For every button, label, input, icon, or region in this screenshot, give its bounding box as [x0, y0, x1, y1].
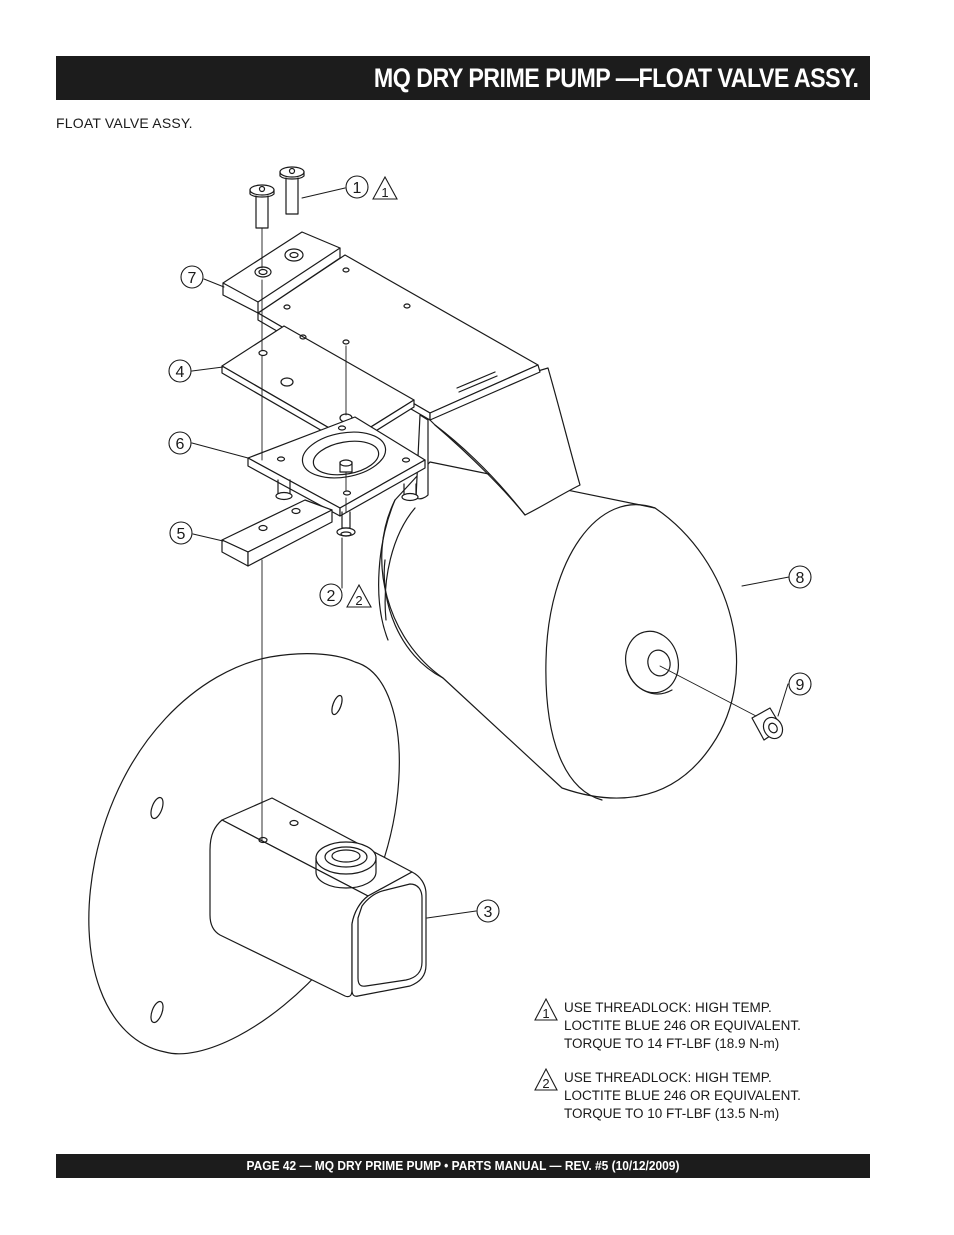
callout-5: 5 [169, 521, 193, 545]
callout-8: 8 [788, 565, 812, 589]
float-cylinder [378, 461, 738, 801]
callout-7: 7 [180, 265, 204, 289]
footer-text: PAGE 42 — MQ DRY PRIME PUMP • PARTS MANU… [246, 1158, 680, 1173]
gasket-plate [247, 416, 426, 517]
svg-text:4: 4 [176, 364, 185, 381]
page-title: MQ DRY PRIME PUMP —FLOAT VALVE ASSY. [373, 63, 858, 93]
note-markers: 1 2 [534, 997, 558, 1091]
svg-text:7: 7 [188, 270, 197, 287]
svg-text:2: 2 [542, 1076, 549, 1091]
screw-pair [249, 166, 305, 229]
svg-text:1: 1 [381, 185, 388, 200]
note-2-line-1: USE THREADLOCK: HIGH TEMP. [564, 1070, 772, 1085]
callout-4: 4 [168, 359, 192, 383]
drain-plug [751, 707, 784, 741]
callout-2: 2 2 [319, 583, 372, 608]
note-marker-2: 2 [534, 1067, 558, 1091]
callout-1: 1 1 [345, 175, 398, 200]
stud-fasteners [275, 459, 419, 537]
svg-text:2: 2 [327, 588, 336, 605]
svg-text:5: 5 [177, 526, 186, 543]
callout-6: 6 [168, 431, 192, 455]
svg-text:9: 9 [796, 677, 805, 694]
note-1-line-3: TORQUE TO 14 FT-LBF (18.9 N-m) [564, 1036, 780, 1051]
title-bar: MQ DRY PRIME PUMP —FLOAT VALVE ASSY. [56, 56, 870, 100]
svg-text:3: 3 [484, 904, 493, 921]
note-marker-1: 1 [534, 997, 558, 1021]
bottom-bar [221, 499, 333, 567]
note-2-line-2: LOCTITE BLUE 246 OR EQUIVALENT. [564, 1088, 801, 1103]
assembly-axis-lines [261, 227, 757, 841]
footer-bar: PAGE 42 — MQ DRY PRIME PUMP • PARTS MANU… [56, 1154, 870, 1178]
callout-3: 3 [476, 899, 500, 923]
note-2-line-3: TORQUE TO 10 FT-LBF (13.5 N-m) [564, 1106, 780, 1121]
note-1: USE THREADLOCK: HIGH TEMP. LOCTITE BLUE … [564, 999, 801, 1053]
note-1-line-2: LOCTITE BLUE 246 OR EQUIVALENT. [564, 1018, 801, 1033]
section-subtitle: FLOAT VALVE ASSY. [56, 115, 193, 131]
svg-text:6: 6 [176, 436, 185, 453]
valve-body [209, 797, 427, 998]
svg-text:1: 1 [542, 1006, 549, 1021]
svg-text:1: 1 [353, 180, 362, 197]
svg-text:2: 2 [355, 593, 362, 608]
callouts: 1 1 7 4 6 5 2 2 8 [168, 175, 812, 923]
note-1-line-1: USE THREADLOCK: HIGH TEMP. [564, 1000, 772, 1015]
callout-9: 9 [788, 672, 812, 696]
note-2: USE THREADLOCK: HIGH TEMP. LOCTITE BLUE … [564, 1069, 801, 1123]
leader-lines [191, 187, 790, 919]
svg-text:8: 8 [796, 570, 805, 587]
